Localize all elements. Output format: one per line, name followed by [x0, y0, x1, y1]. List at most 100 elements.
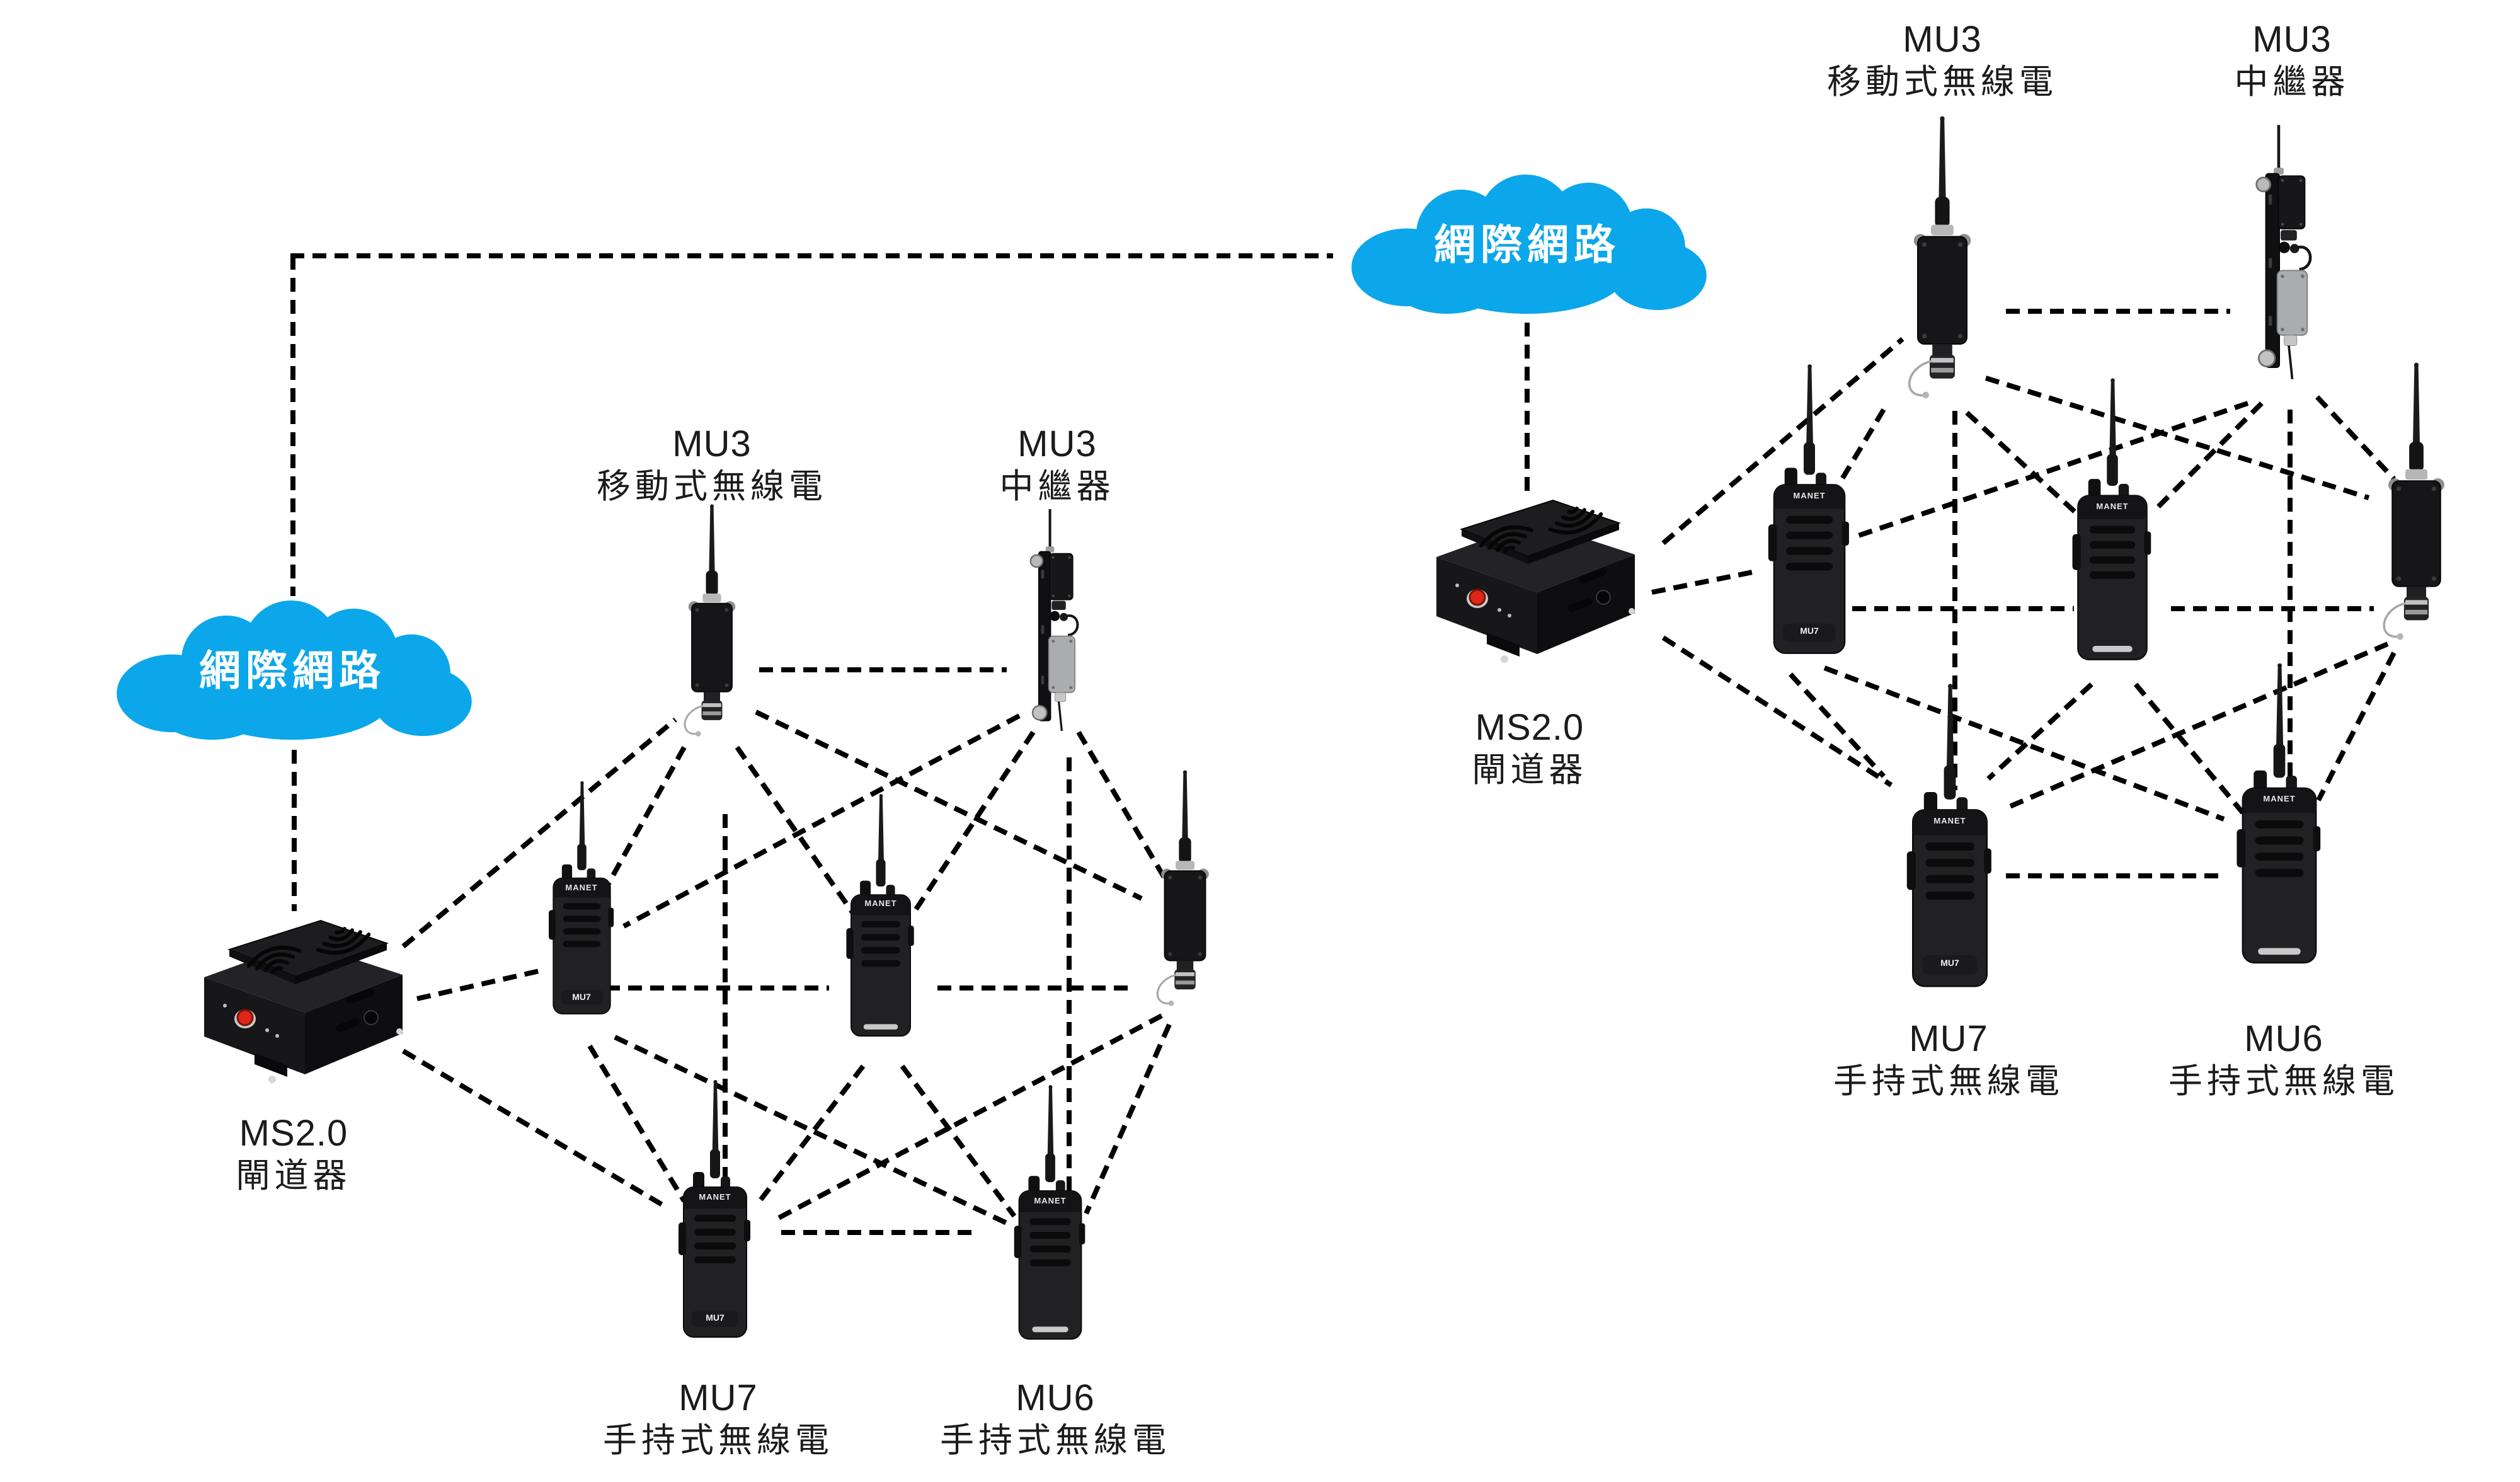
mobile-radio-icon	[684, 504, 736, 738]
mesh-link	[622, 713, 1021, 929]
device-model-tag: MU7	[706, 1313, 724, 1323]
mu3-mobile-radio-2	[2368, 362, 2465, 649]
repeater-device-icon	[2247, 117, 2317, 387]
mesh-link	[614, 1035, 1012, 1227]
mu3-repeater-label: MU3 中繼器	[856, 423, 1259, 508]
mesh-link	[900, 1064, 1017, 1218]
mesh-link	[1823, 665, 2225, 822]
mobile-radio-icon	[1156, 770, 1210, 1008]
handheld-radio-icon	[1767, 364, 1850, 654]
mesh-link	[1986, 682, 2093, 781]
mu6-handheld-label-type: 手持式無線電	[2168, 1062, 2399, 1100]
mu3-mobile-radio-label-type: 移動式無線電	[597, 468, 827, 505]
mesh-link	[401, 1048, 668, 1210]
gateway-device-icon	[1411, 497, 1651, 668]
mesh-link	[1076, 730, 1168, 882]
device-model-tag: MU7	[572, 991, 591, 1002]
mu3-repeater-label-model: MU3	[2252, 19, 2332, 60]
mu6-handheld: MANET	[997, 1084, 1103, 1345]
mesh-link	[1651, 568, 1760, 595]
mesh-link	[2133, 682, 2245, 815]
internet-cloud: 網際網路	[1332, 172, 1722, 319]
mesh-link	[401, 717, 677, 949]
mu3-mobile-radio	[1893, 116, 1992, 408]
mu3-repeater-label-model: MU3	[1017, 423, 1097, 464]
gateway-label-model: MS2.0	[239, 1113, 348, 1154]
mesh-link	[2315, 395, 2396, 481]
device-brand-label: MANET	[699, 1192, 731, 1202]
mesh-link	[587, 1044, 687, 1203]
ms2-gateway-device	[1411, 497, 1651, 668]
device-brand-label: MANET	[2096, 501, 2129, 511]
device-brand-label: MANET	[1793, 490, 1826, 500]
handheld-radio-icon	[1906, 683, 1993, 987]
ms2-gateway-device	[179, 917, 418, 1088]
gateway-label-model: MS2.0	[1475, 707, 1584, 748]
mesh-link	[912, 730, 1036, 913]
mesh-link	[1984, 376, 2370, 500]
mesh-link	[755, 709, 1143, 901]
mu3-mobile-radio-label-model: MU3	[672, 423, 752, 464]
mesh-link	[774, 1013, 1163, 1222]
mesh-link	[2153, 401, 2264, 512]
handheld-radio-icon	[845, 793, 915, 1037]
device-brand-label: MANET	[565, 883, 598, 893]
mesh-link	[1661, 635, 1893, 788]
mu7-handheld-label-model: MU7	[679, 1377, 758, 1418]
mu3-repeater-label-type: 中繼器	[2234, 63, 2350, 101]
mu3-mobile-radio	[671, 504, 753, 744]
mu6-handheld-label-model: MU6	[1016, 1377, 1095, 1418]
device-brand-label: MANET	[1034, 1196, 1067, 1206]
handheld-radio-icon	[2071, 377, 2152, 660]
handheld-mid-center: MANET	[830, 784, 931, 1051]
internet-cloud: 網際網路	[98, 598, 487, 745]
gateway-label-type: 閘道器	[236, 1157, 352, 1195]
mu7-handheld-label-type: 手持式無線電	[1833, 1062, 2064, 1100]
mesh-link	[1661, 336, 1904, 546]
mesh-link	[1828, 408, 1886, 500]
mesh-link	[600, 746, 687, 896]
mobile-radio-icon	[2382, 362, 2446, 641]
mesh-link	[735, 745, 857, 917]
device-brand-label: MANET	[864, 899, 897, 909]
mu6-handheld-label: MU6 手持式無線電	[854, 1377, 1257, 1462]
mesh-link	[416, 968, 542, 1001]
mesh-link	[1084, 1023, 1172, 1215]
internet-cloud-label: 網際網路	[199, 647, 386, 694]
device-brand-label: MANET	[2263, 794, 2296, 803]
mu7-handheld-label-model: MU7	[1909, 1018, 1988, 1059]
mesh-link	[1857, 401, 2249, 538]
mu6-handheld: MANET	[2217, 658, 2342, 974]
device-brand-label: MANET	[1933, 816, 1966, 826]
mu7-handheld: MANET MU7	[662, 1079, 769, 1343]
mesh-link	[1789, 672, 1886, 778]
gateway-label-type: 閘道器	[1472, 751, 1588, 789]
mu6-handheld-label-type: 手持式無線電	[940, 1422, 1171, 1459]
mu3-mobile-radio-label: MU3 移動式無線電	[510, 423, 914, 508]
mu3-repeater-label-type: 中繼器	[999, 468, 1115, 505]
mobile-radio-icon	[1908, 116, 1973, 400]
handheld-radio-icon	[547, 780, 614, 1014]
mu3-mobile-radio-2	[1143, 770, 1227, 1014]
gateway-device-icon	[179, 917, 418, 1088]
device-model-tag: MU7	[1800, 626, 1819, 636]
mesh-link	[2316, 652, 2397, 801]
handheld-mid-center: MANET	[2054, 377, 2171, 667]
mesh-link	[2008, 641, 2389, 809]
handheld-radio-icon	[2236, 662, 2322, 964]
mu3-repeater	[2247, 117, 2317, 387]
mu3-mobile-radio-label-model: MU3	[1903, 19, 1982, 60]
mu7-handheld-mid: MANET MU7	[533, 780, 631, 1020]
mesh-link	[1965, 411, 2082, 519]
mu7-handheld-mid: MANET MU7	[1749, 363, 1870, 660]
repeater-device-icon	[1029, 509, 1079, 731]
